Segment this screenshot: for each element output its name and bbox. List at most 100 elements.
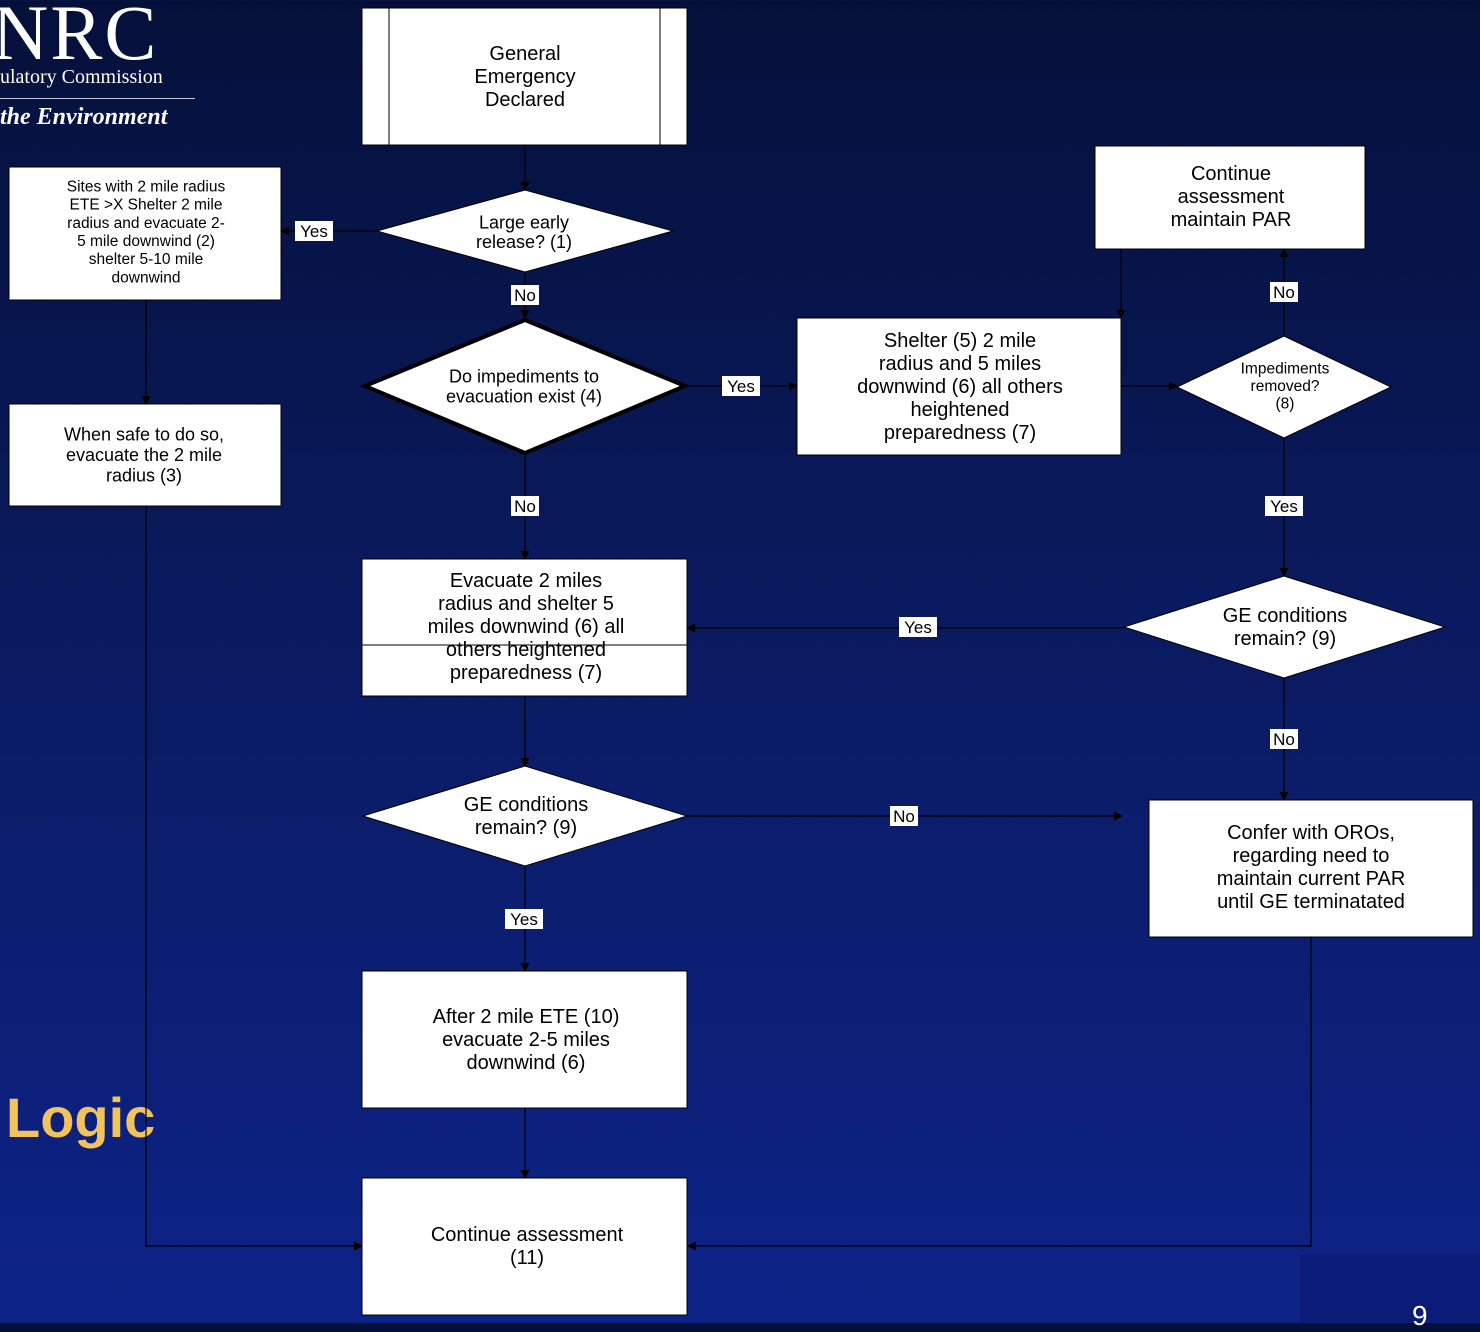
- edge-label-text: Yes: [510, 910, 538, 929]
- when-safe-node: [8, 403, 282, 507]
- continue-maintain-line: maintain PAR: [1171, 209, 1292, 231]
- when-safe-line: When safe to do so,: [64, 424, 224, 444]
- edge-label-text: Yes: [904, 618, 932, 637]
- after-ete-line: evacuate 2-5 miles: [442, 1029, 610, 1051]
- logo-mark: NRC: [0, 0, 159, 76]
- impediments-removed-line: removed?: [1251, 378, 1320, 395]
- impediments-removed-line: (8): [1276, 395, 1295, 412]
- flowchart-connectors: [141, 145, 1312, 1251]
- large-release-decision: [375, 189, 675, 273]
- logo-tagline: the Environment: [0, 104, 168, 130]
- continue-assessment-text: Continue assessment(11): [431, 1224, 624, 1269]
- evacuate-2mile-line: miles downwind (6) all: [428, 616, 625, 638]
- edge-label-text: No: [1273, 730, 1295, 749]
- edge-label-impediments-yes: Yes: [722, 376, 760, 396]
- general-emergency-line: General: [489, 43, 560, 65]
- ge-conditions-right-decision: [1122, 575, 1447, 679]
- impediments-removed-decision: [1175, 335, 1393, 439]
- continue-maintain-line: assessment: [1178, 186, 1285, 208]
- when-safe-line: radius (3): [106, 465, 182, 485]
- impediments-removed-line: Impediments: [1241, 360, 1330, 377]
- edge-when-safe-to-continue: [145, 506, 363, 1251]
- after-ete-line: After 2 mile ETE (10): [433, 1006, 620, 1028]
- shelter-2mile-line: downwind (6) all others: [857, 376, 1063, 398]
- large-release-line: release? (1): [476, 232, 572, 252]
- large-release-line: Large early: [479, 212, 569, 232]
- ge-conditions-right-line: remain? (9): [1234, 628, 1336, 650]
- general-emergency-line: Emergency: [474, 66, 575, 88]
- edge-label-release-yes: Yes: [295, 221, 333, 241]
- continue-assessment-line: (11): [510, 1247, 544, 1269]
- evacuate-2mile-node: [361, 558, 688, 697]
- evacuate-2mile-line: radius and shelter 5: [438, 593, 614, 615]
- evacuate-2mile-line: others heightened: [446, 639, 606, 661]
- general-emergency-line: Declared: [485, 89, 565, 111]
- edge-label-ge-right-no: No: [1270, 729, 1298, 749]
- shelter-2mile-line: preparedness (7): [884, 422, 1036, 444]
- continue-assessment-node: [361, 1177, 688, 1316]
- edge-label-text: No: [514, 497, 536, 516]
- confer-oros-line: regarding need to: [1233, 845, 1390, 867]
- impediments-exist-decision: [359, 317, 691, 456]
- logo-commission-text: ulatory Commission: [0, 66, 163, 88]
- sites-2mile-line: downwind: [112, 269, 181, 286]
- edge-label-release-no: No: [511, 285, 539, 305]
- edge-confer-to-continue: [687, 937, 1312, 1251]
- ge-conditions-center-line: GE conditions: [464, 794, 589, 816]
- confer-oros-line: maintain current PAR: [1217, 868, 1406, 890]
- edge-label-impediments-no: No: [511, 496, 539, 516]
- corner-block: [1300, 1255, 1480, 1323]
- edge-label-ge-center-no: No: [890, 806, 918, 826]
- sites-2mile-line: radius and evacuate 2-: [67, 215, 225, 232]
- sites-2mile-line: 5 mile downwind (2): [77, 233, 215, 250]
- continue-maintain-node: [1094, 145, 1366, 250]
- edge-label-removed-yes: Yes: [1265, 496, 1303, 516]
- edge-label-removed-no: No: [1270, 282, 1298, 302]
- slide-title-fragment: Logic: [6, 1086, 156, 1149]
- edge-label-text: No: [514, 286, 536, 305]
- sites-2mile-line: Sites with 2 mile radius: [67, 178, 226, 195]
- edge-label-text: Yes: [1270, 497, 1298, 516]
- shelter-2mile-line: Shelter (5) 2 mile: [884, 330, 1036, 352]
- evacuate-2mile-line: preparedness (7): [450, 662, 602, 684]
- confer-oros-line: until GE terminatated: [1217, 891, 1405, 913]
- confer-oros-node: [1148, 799, 1474, 938]
- ge-conditions-center-decision: [361, 765, 689, 867]
- sites-2mile-line: shelter 5-10 mile: [89, 251, 204, 268]
- continue-assessment-line: Continue assessment: [431, 1224, 624, 1246]
- edge-label-text: No: [893, 807, 915, 826]
- after-ete-line: downwind (6): [467, 1052, 586, 1074]
- shelter-2mile-line: heightened: [911, 399, 1010, 421]
- confer-oros-line: Confer with OROs,: [1227, 822, 1395, 844]
- impediments-exist-line: Do impediments to: [449, 366, 599, 386]
- edge-label-text: Yes: [300, 222, 328, 241]
- general-emergency-node: [361, 7, 688, 146]
- edge-label-text: Yes: [727, 377, 755, 396]
- impediments-exist-line: evacuation exist (4): [446, 386, 602, 406]
- continue-maintain-line: Continue: [1191, 163, 1271, 185]
- ge-conditions-center-line: remain? (9): [475, 817, 577, 839]
- when-safe-line: evacuate the 2 mile: [66, 445, 222, 465]
- edge-label-ge-center-yes: Yes: [505, 909, 543, 929]
- evacuate-2mile-line: Evacuate 2 miles: [450, 570, 602, 592]
- sites-2mile-line: ETE >X Shelter 2 mile: [70, 197, 223, 214]
- ge-conditions-right-line: GE conditions: [1223, 605, 1348, 627]
- shelter-2mile-line: radius and 5 miles: [879, 353, 1041, 375]
- edge-label-text: No: [1273, 283, 1295, 302]
- edge-label-ge-right-yes: Yes: [899, 617, 937, 637]
- after-ete-node: [361, 970, 688, 1109]
